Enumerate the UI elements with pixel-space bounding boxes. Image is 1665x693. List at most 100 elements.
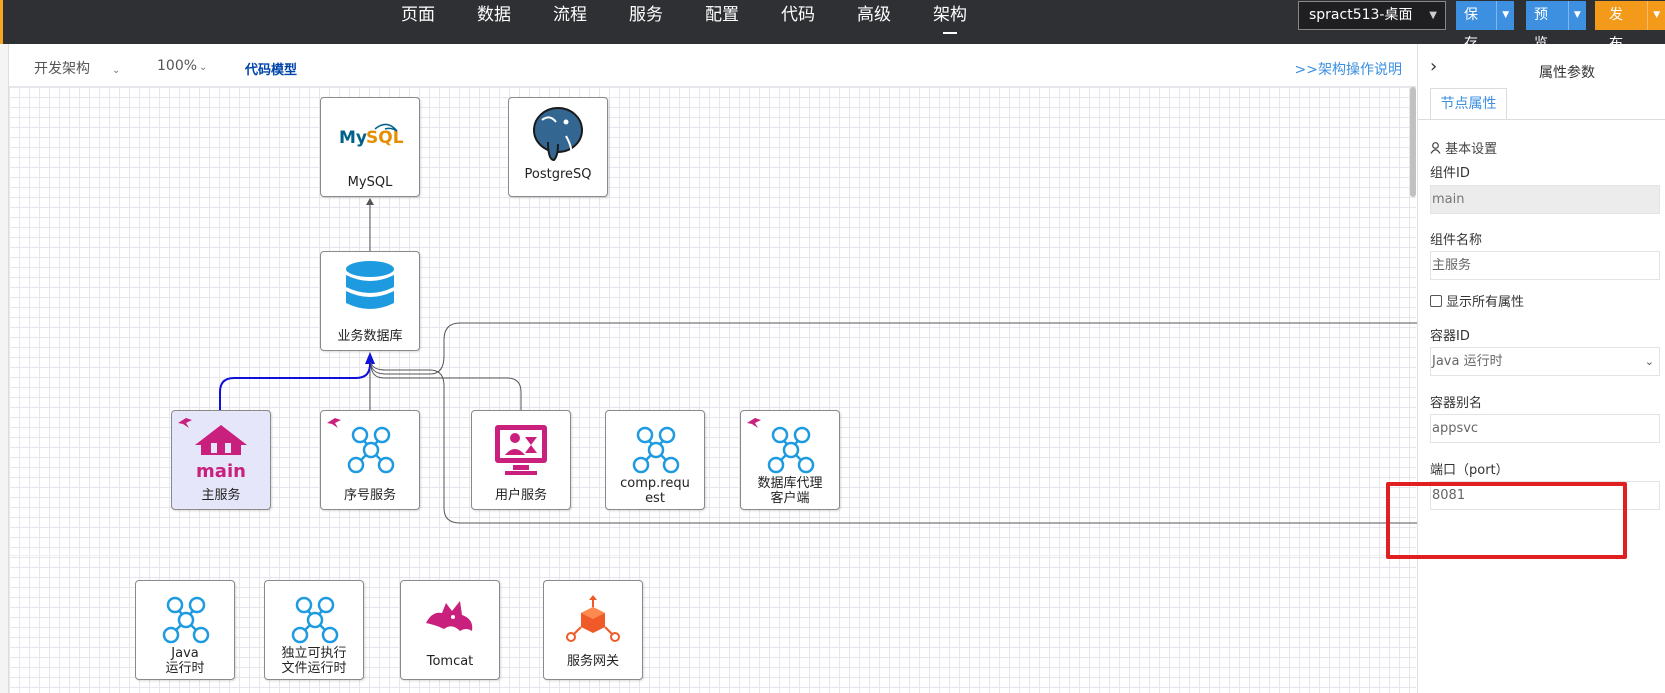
publish-dropdown-icon[interactable]: ▼ [1647,1,1665,30]
canvas-divider [9,555,1416,556]
container-id-value: Java 运行时 [1432,354,1503,369]
node-label-line: est [645,491,665,506]
component-name-field[interactable]: 主服务 [1430,251,1660,280]
node-label: 业务数据库 [337,329,403,344]
menu-data[interactable]: 数据 [477,5,511,25]
port-highlight-box [1386,482,1627,559]
node-label: Java 运行时 [136,646,234,676]
node-label: 服务网关 [566,654,619,669]
node-label: 独立可执行 文件运行时 [265,646,363,676]
view-mode-value: 开发架构 [34,61,90,77]
container-alias-label: 容器别名 [1430,396,1483,411]
menu-config[interactable]: 配置 [705,5,739,25]
canvas-scrollbar[interactable] [1410,87,1416,197]
left-accent [0,0,3,44]
preview-dropdown-icon[interactable]: ▼ [1567,1,1586,30]
container-id-select[interactable]: Java 运行时 ⌄ [1430,347,1660,376]
project-select-value: spract513-桌面 [1309,7,1413,23]
node-label-line: Java [171,646,199,661]
save-dropdown-icon[interactable]: ▼ [1496,1,1514,30]
component-id-field: main [1430,185,1660,214]
component-id-label: 组件ID [1430,166,1470,181]
panel-title: 属性参数 [1539,65,1595,81]
node-java-runtime[interactable]: Java 运行时 [135,580,235,680]
top-bar: 页面 数据 流程 服务 配置 代码 高级 架构 spract513-桌面 ▼ 保… [0,0,1665,52]
tab-node-properties[interactable]: 节点属性 [1430,88,1507,120]
node-label: comp.requ est [606,476,704,506]
node-label-line: 客户端 [770,491,810,506]
zoom-select[interactable]: 100%⌄ [157,58,207,74]
deploy-tag-icon [327,418,341,428]
menu-code[interactable]: 代码 [781,5,815,25]
user-icon [1430,142,1441,154]
service-nodes-icon [606,417,704,483]
node-main-service[interactable]: main 主服务 [171,410,271,510]
mysql-icon: My SQL [321,104,419,170]
node-mysql[interactable]: My SQL MySQL [320,97,420,197]
deploy-tag-icon [747,418,761,428]
node-label: 数据库代理 客户端 [741,476,839,506]
node-label: 用户服务 [494,488,547,503]
node-db-proxy-client[interactable]: 数据库代理 客户端 [740,410,840,510]
node-service-gateway[interactable]: 服务网关 [543,580,643,680]
postgresql-elephant-icon [509,102,607,168]
node-postgresql[interactable]: PostgreSQ [508,97,608,197]
properties-panel: › 属性参数 节点属性 基本设置 组件ID main 组件名称 主服务 显示所有… [1417,44,1665,693]
preview-button-label: 预览 [1534,7,1548,52]
node-label-line: comp.requ [620,476,690,491]
basic-settings-section: 基本设置 [1430,138,1497,157]
svg-text:My: My [339,128,367,148]
node-tomcat[interactable]: Tomcat [400,580,500,680]
save-button[interactable]: 保存 ▼ [1456,1,1514,52]
node-user-service[interactable]: 用户服务 [471,410,571,510]
node-label: PostgreSQ [524,167,592,182]
node-label-line: 独立可执行 [281,646,347,661]
menu-advanced[interactable]: 高级 [857,5,891,25]
architecture-help-link[interactable]: >>架构操作说明 [1294,62,1402,78]
menu-flow[interactable]: 流程 [553,5,587,25]
component-name-label: 组件名称 [1430,233,1483,248]
container-alias-field[interactable]: appsvc [1430,414,1660,443]
service-nodes-icon [265,587,363,653]
tomcat-cat-icon [401,587,499,653]
node-comp-request[interactable]: comp.requ est [605,410,705,510]
chevron-down-icon: ⌄ [1644,355,1654,368]
port-label: 端口（port） [1430,463,1509,478]
show-all-properties-checkbox[interactable]: 显示所有属性 [1430,291,1524,310]
publish-button[interactable]: 发布 ▼ [1595,1,1665,52]
section-label: 基本设置 [1445,142,1498,157]
user-monitor-icon [472,417,570,483]
menu-service[interactable]: 服务 [629,5,663,25]
preview-button[interactable]: 预览 ▼ [1526,1,1586,52]
gateway-cube-icon [544,587,642,653]
main-menu: 页面 数据 流程 服务 配置 代码 高级 架构 [380,0,988,44]
save-button-label: 保存 [1464,7,1478,52]
database-icon [321,256,419,322]
checkbox-box[interactable] [1430,294,1442,307]
code-model-link[interactable]: 代码模型 [245,63,298,78]
node-label: MySQL [347,175,393,190]
node-business-db[interactable]: 业务数据库 [320,251,420,351]
node-label-line: 文件运行时 [281,661,347,676]
service-nodes-icon [136,587,234,653]
menu-architecture[interactable]: 架构 [912,0,988,44]
node-executable-runtime[interactable]: 独立可执行 文件运行时 [264,580,364,680]
tab-divider [1418,119,1665,120]
chevron-right-icon[interactable]: › [1430,56,1438,77]
publish-button-label: 发布 [1609,7,1623,52]
chevron-down-icon: ⌄ [199,62,208,73]
node-label-line: 运行时 [165,661,205,676]
service-nodes-icon [741,417,839,483]
main-house-icon: main [172,417,270,483]
chevron-down-icon: ⌄ [112,65,121,76]
node-sequence-service[interactable]: 序号服务 [320,410,420,510]
chevron-down-icon: ▼ [1429,10,1437,21]
zoom-value: 100% [157,58,198,74]
checkbox-label: 显示所有属性 [1446,295,1525,310]
left-gutter [0,44,9,693]
deploy-tag-icon [178,418,192,428]
project-select[interactable]: spract513-桌面 ▼ [1298,1,1446,30]
view-mode-select[interactable]: 开发架构 ⌄ [34,58,120,78]
menu-page[interactable]: 页面 [401,5,435,25]
node-label: 主服务 [201,488,241,503]
